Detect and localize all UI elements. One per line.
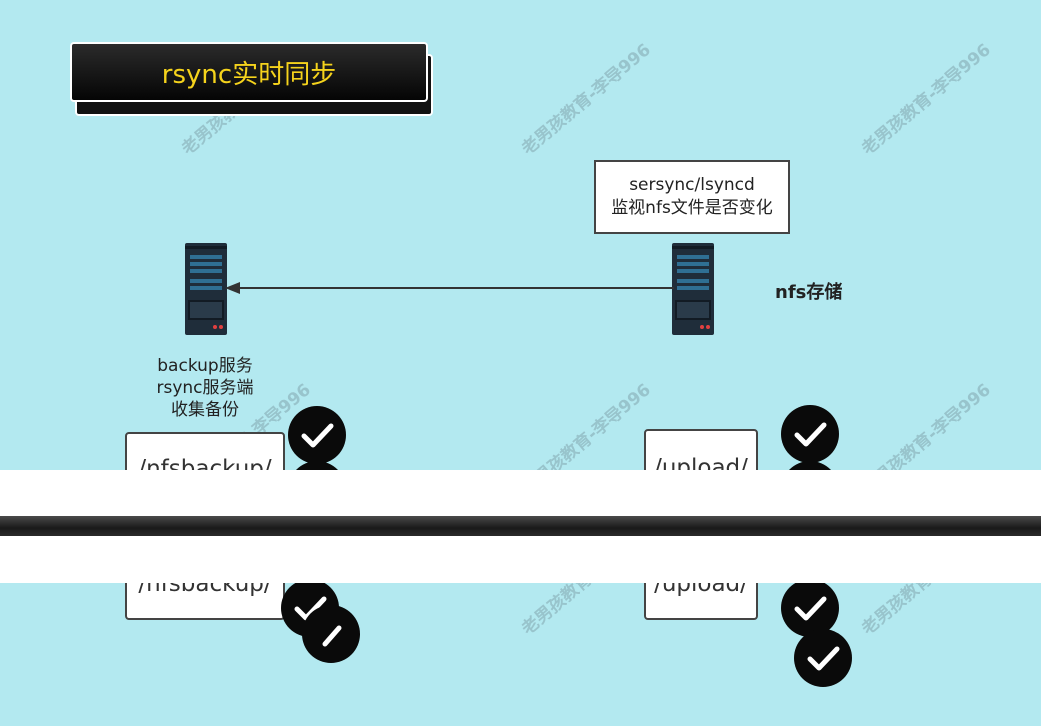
overlay-dark-bar [0,516,1041,536]
arrow-left-icon [225,282,240,294]
watermark: 老男孩教育-李导996 [858,39,995,160]
overlay-white-strip-bottom [0,536,1041,583]
overlay-white-strip-top [0,470,1041,516]
note-line-2: 监视nfs文件是否变化 [611,198,773,218]
check-circle-icon [288,406,346,464]
backup-server-label: backup服务 rsync服务端 收集备份 [130,355,280,421]
check-circle-icon [781,405,839,463]
check-circle-icon [794,629,852,687]
check-circle-icon [781,579,839,637]
nfs-storage-label: nfs存储 [775,282,843,303]
diagram-title: rsync实时同步 [161,59,337,90]
watermark: 老男孩教育-李导996 [518,39,655,160]
note-line-1: sersync/lsyncd [629,175,755,196]
server-icon [185,243,227,335]
backup-label-line-2: rsync服务端 [156,378,254,399]
check-circle-icon [302,605,360,663]
backup-label-line-3: 收集备份 [171,400,239,421]
monitor-note-box: sersync/lsyncd 监视nfs文件是否变化 [594,160,790,234]
sync-arrow [225,282,674,294]
backup-label-line-1: backup服务 [157,356,253,376]
title-banner: rsync实时同步 [70,42,428,102]
server-icon [672,243,714,335]
